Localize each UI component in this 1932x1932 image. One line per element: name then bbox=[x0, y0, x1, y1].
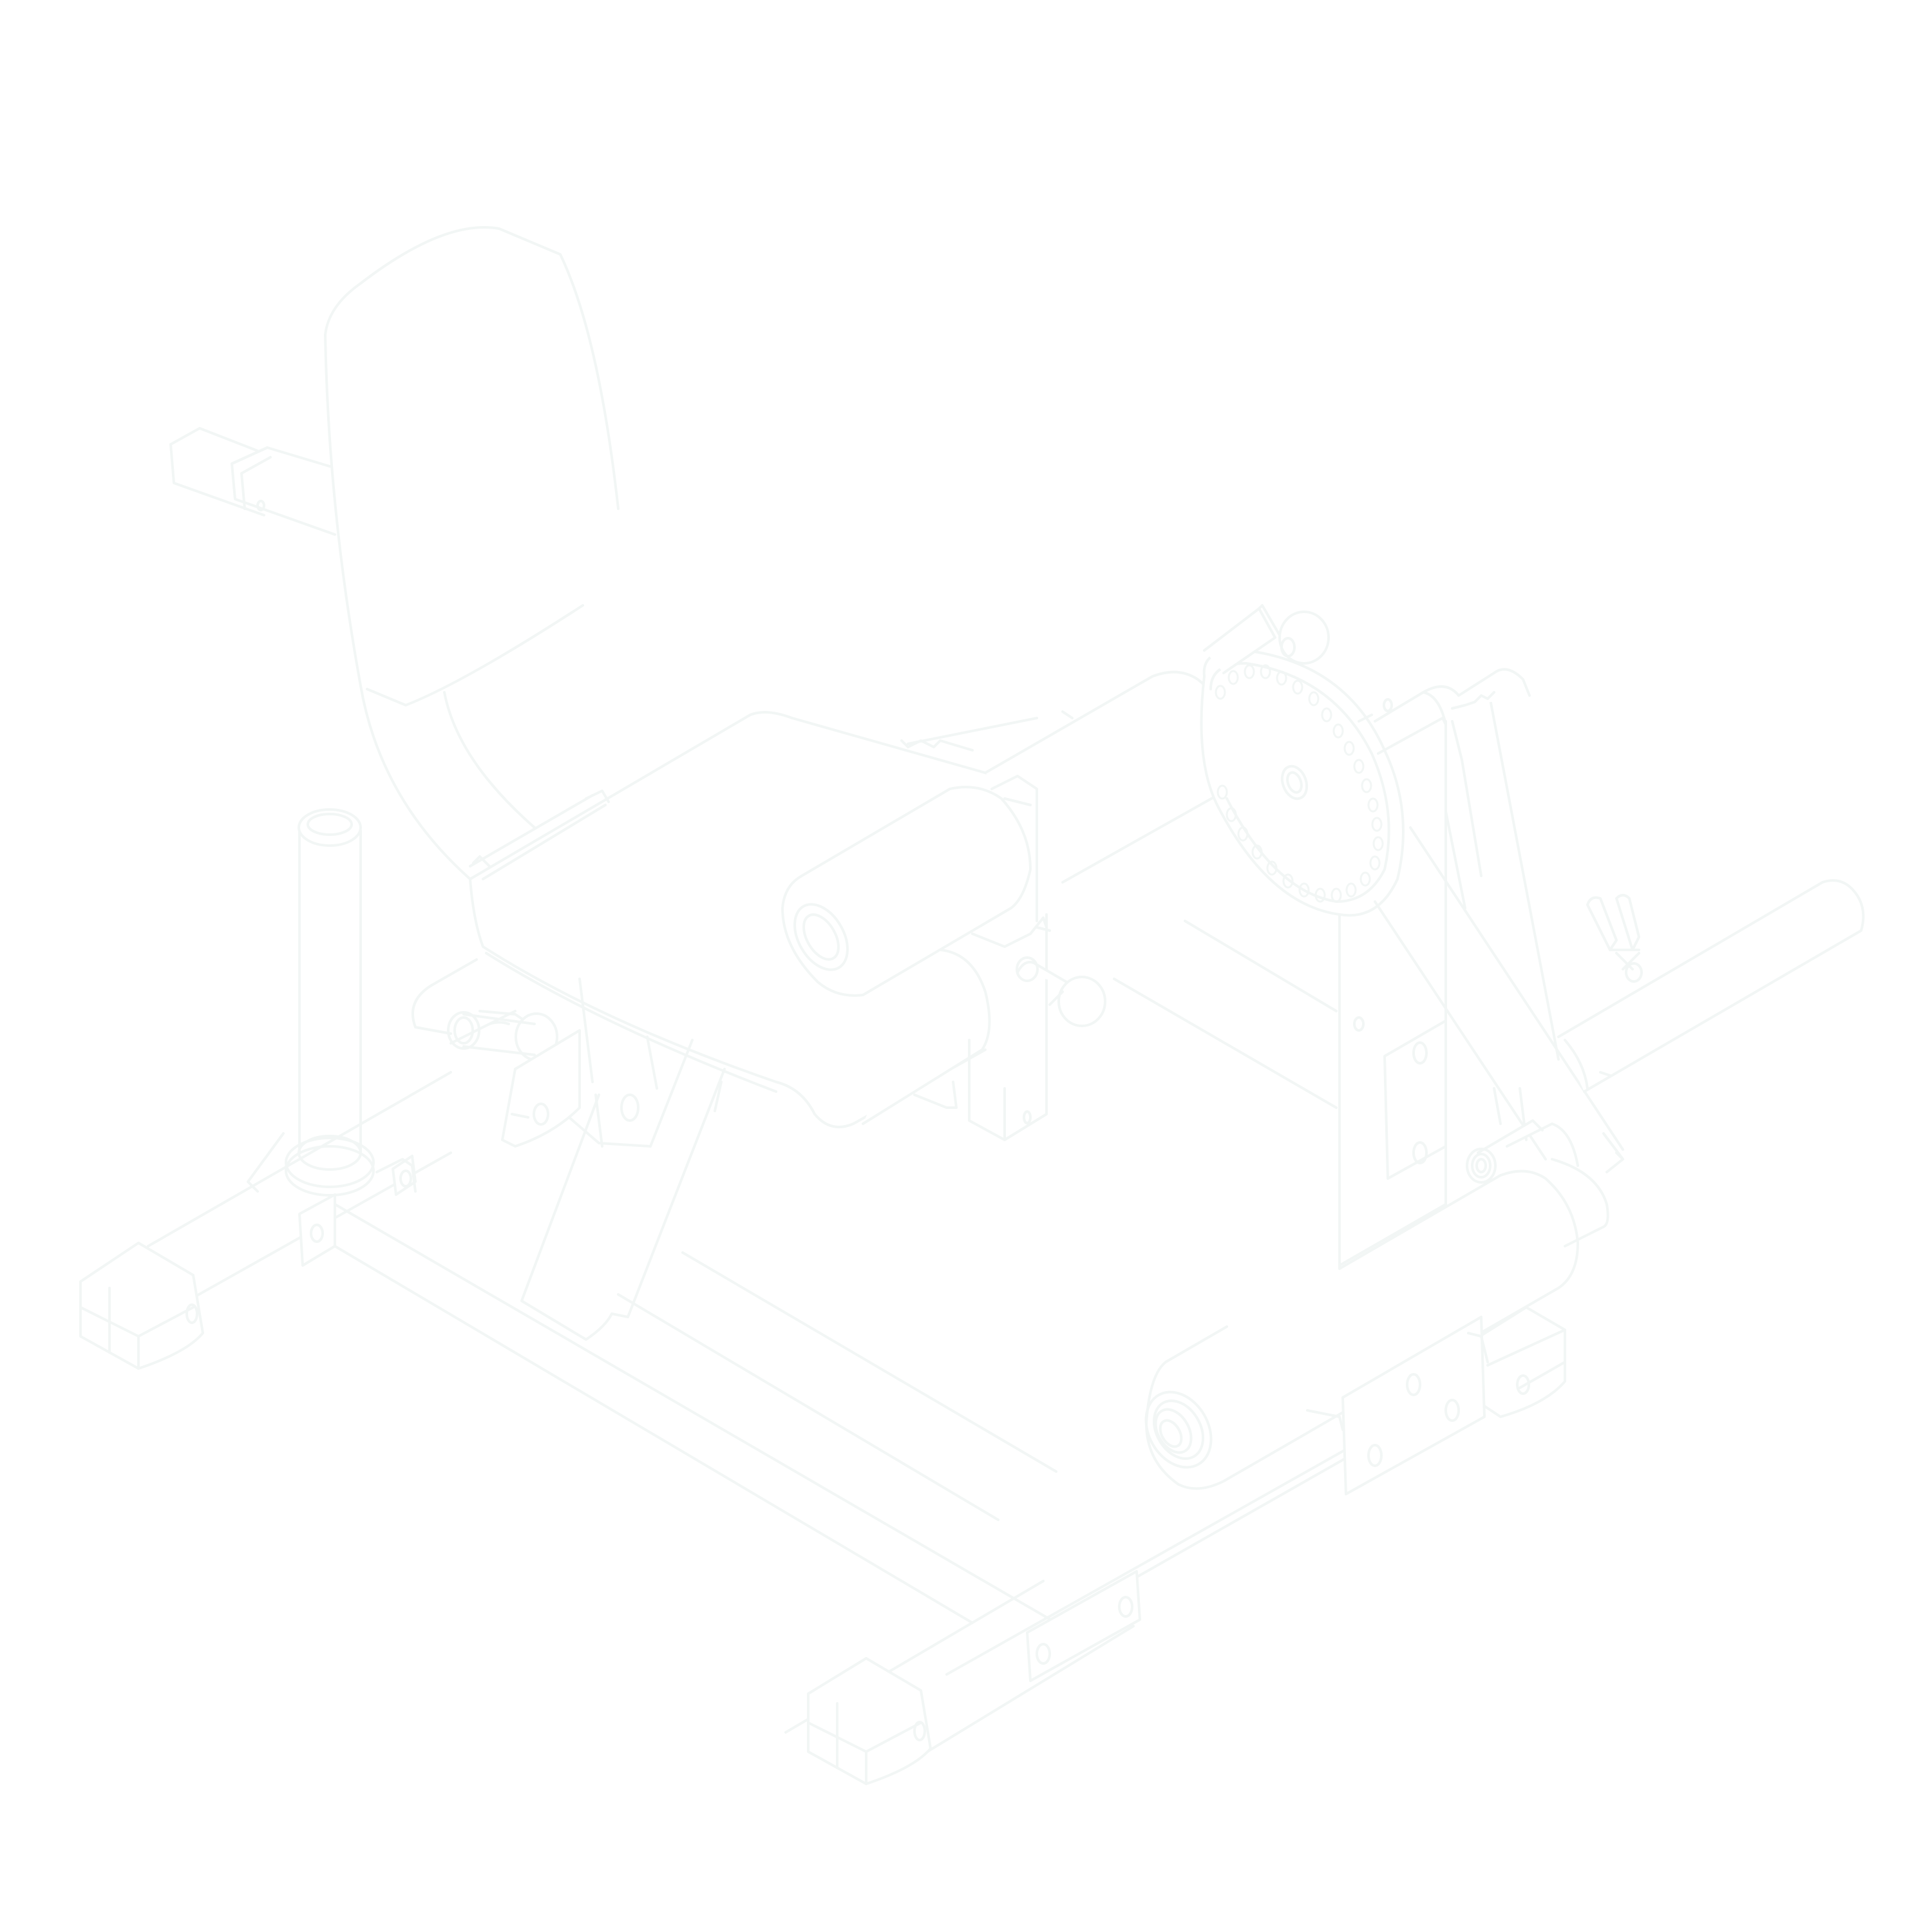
leg-arm-pivot bbox=[913, 775, 1051, 1141]
lever-tower bbox=[1338, 720, 1447, 1270]
roller-rods bbox=[900, 710, 1338, 1109]
back-mount-arm bbox=[231, 446, 336, 536]
lower-front-roller bbox=[862, 949, 991, 1125]
dial-center-bolt bbox=[1280, 764, 1309, 800]
lever-arm bbox=[1374, 685, 1624, 1173]
rear-foot-cap bbox=[807, 1657, 932, 1785]
front-left-foot-cap bbox=[79, 1242, 204, 1370]
bolt-icon bbox=[913, 1721, 926, 1741]
foot-roller bbox=[1144, 1132, 1624, 1490]
seat-cushion bbox=[411, 711, 1032, 1128]
tower-side-plate bbox=[1383, 1019, 1447, 1180]
bolt-icon bbox=[1367, 1444, 1383, 1467]
bolt-icon bbox=[1383, 698, 1393, 712]
base-bracket-left bbox=[298, 1193, 336, 1267]
bolt-icon bbox=[1516, 1374, 1530, 1395]
lever-head bbox=[1358, 668, 1531, 755]
bolt-icon bbox=[256, 500, 265, 511]
front-shin-roller bbox=[781, 786, 1032, 997]
left-base-rail bbox=[334, 1203, 1057, 1624]
bolt-icon bbox=[1412, 1041, 1428, 1065]
bolt-icon bbox=[185, 1303, 198, 1324]
bolt-icon bbox=[1036, 1643, 1051, 1665]
bolt-icon bbox=[1118, 1596, 1133, 1618]
bolt-icon bbox=[533, 1103, 549, 1126]
side-handle-bar bbox=[1557, 879, 1865, 1093]
center-rail bbox=[617, 1251, 1057, 1521]
line-art bbox=[79, 226, 1865, 1785]
weight-plate-horn bbox=[247, 808, 375, 1197]
right-foot-cap bbox=[1473, 1306, 1566, 1418]
range-of-motion-dial bbox=[1200, 604, 1405, 917]
adjust-knob-icon bbox=[620, 1094, 639, 1122]
bolt-icon bbox=[1353, 1016, 1365, 1032]
seat-knob-bracket bbox=[501, 1029, 581, 1148]
seat-rail bbox=[469, 790, 610, 880]
seat-lock-pin bbox=[447, 1010, 558, 1061]
wing-knob-icon bbox=[1586, 894, 1643, 983]
roller-mount-plate bbox=[1306, 1316, 1489, 1495]
pivot-knob bbox=[1016, 956, 1106, 1027]
bolt-icon bbox=[1412, 1141, 1428, 1164]
base-bolt-left bbox=[375, 1158, 417, 1193]
base-bracket-rear bbox=[1026, 1570, 1141, 1682]
lever-pivot-hub bbox=[1466, 1119, 1579, 1184]
bolt-icon bbox=[1023, 1110, 1032, 1124]
seat-adjust-post bbox=[520, 1039, 726, 1341]
bolt-icon bbox=[310, 1224, 324, 1243]
seat-back-pad bbox=[169, 226, 620, 880]
dial-hole-ring bbox=[1215, 664, 1384, 903]
bolt-icon bbox=[1444, 1399, 1460, 1422]
bolt-icon bbox=[1406, 1373, 1421, 1396]
dial-pop-pin bbox=[1203, 607, 1276, 674]
